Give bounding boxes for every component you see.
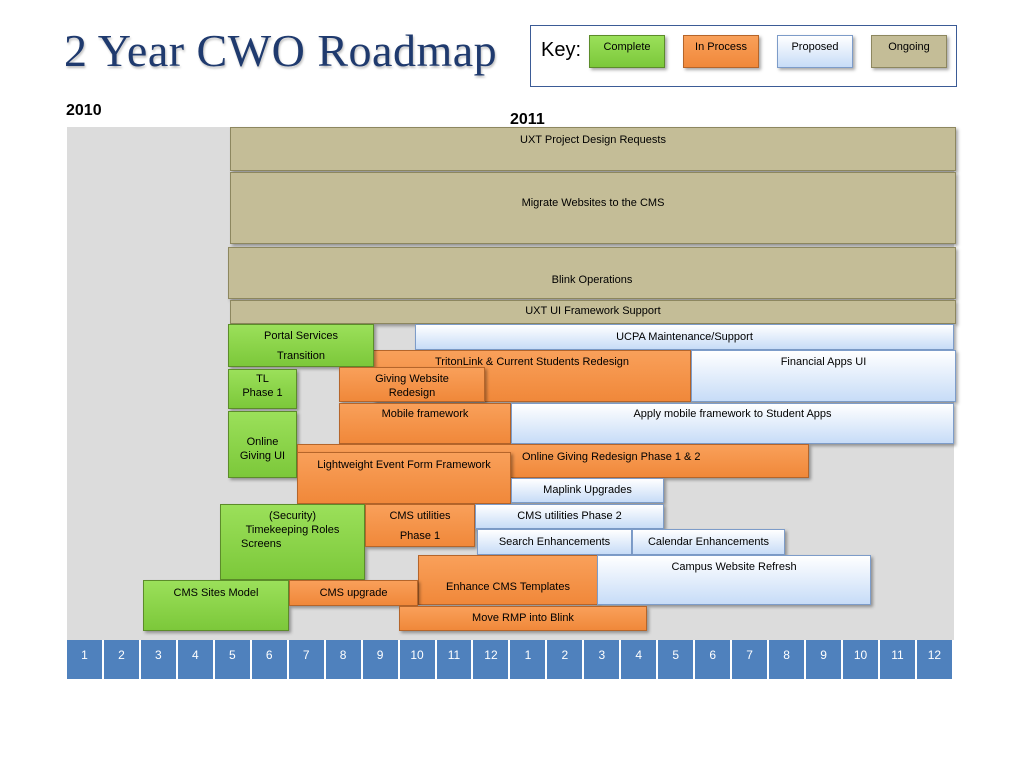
bar-label-line1: Online — [246, 436, 279, 448]
bar-label: UCPA Maintenance/Support — [616, 331, 753, 343]
bar-label-line1: TL — [256, 373, 269, 385]
bar-label: Search Enhancements — [498, 536, 611, 548]
bar-giving-website[interactable]: Giving Website Redesign — [339, 367, 485, 402]
month-cell: 5 — [658, 640, 696, 679]
bar-move-rmp[interactable]: Move RMP into Blink — [399, 606, 647, 631]
bar-label: Enhance CMS Templates — [446, 581, 570, 593]
month-cell: 12 — [916, 640, 954, 679]
month-cell: 8 — [769, 640, 807, 679]
bar-label: CMS utilities Phase 2 — [517, 510, 622, 522]
month-cell: 11 — [879, 640, 917, 679]
month-cell: 7 — [288, 640, 326, 679]
page-title: 2 Year CWO Roadmap — [64, 25, 498, 76]
month-cell: 1 — [67, 640, 104, 679]
bar-calendar-enhancements[interactable]: Calendar Enhancements — [632, 529, 785, 555]
month-cell: 3 — [140, 640, 178, 679]
month-cell: 3 — [584, 640, 622, 679]
bar-label: Move RMP into Blink — [472, 612, 574, 624]
bar-ucpa-maintenance[interactable]: UCPA Maintenance/Support — [415, 324, 954, 350]
bar-label-line3: Screens — [241, 537, 282, 550]
legend-proposed: Proposed — [777, 35, 853, 68]
legend-complete: Complete — [589, 35, 665, 68]
bar-enhance-cms-templates[interactable]: Enhance CMS Templates — [418, 555, 598, 605]
bar-uxt-project-design[interactable]: UXT Project Design Requests — [230, 127, 956, 171]
bar-label-line2: Transition — [277, 349, 325, 362]
bar-label-line2: Phase 1 — [399, 529, 441, 542]
month-cell: 12 — [473, 640, 511, 679]
bar-label: Calendar Enhancements — [647, 536, 770, 548]
bar-maplink-upgrades[interactable]: Maplink Upgrades — [511, 478, 664, 503]
bar-label: Migrate Websites to the CMS — [521, 197, 665, 209]
month-cell: 4 — [621, 640, 659, 679]
month-cell: 10 — [399, 640, 437, 679]
legend: Key: Complete In Process Proposed Ongoin… — [530, 25, 957, 87]
bar-lightweight-event-form[interactable]: Lightweight Event Form Framework — [297, 452, 511, 504]
bar-label-line1: CMS utilities — [389, 510, 451, 522]
month-cell: 7 — [732, 640, 770, 679]
bar-label-line2: Redesign — [388, 386, 436, 399]
month-cell: 4 — [177, 640, 215, 679]
bar-tl-phase-1[interactable]: TL Phase 1 — [228, 369, 297, 409]
bar-label: Blink Operations — [551, 274, 633, 286]
bar-blink-operations[interactable]: Blink Operations — [228, 247, 956, 299]
bar-cms-utilities-phase-2[interactable]: CMS utilities Phase 2 — [475, 504, 664, 529]
bar-cms-utilities-phase-1[interactable]: CMS utilities Phase 1 — [365, 504, 475, 547]
bar-migrate-websites[interactable]: Migrate Websites to the CMS — [230, 172, 956, 244]
bar-label-line2: Phase 1 — [242, 386, 283, 399]
month-cell: 6 — [251, 640, 289, 679]
month-cell: 2 — [547, 640, 585, 679]
bar-label-line1: Portal Services — [264, 330, 338, 342]
bar-search-enhancements[interactable]: Search Enhancements — [477, 529, 632, 555]
legend-ongoing: Ongoing — [871, 35, 947, 68]
month-cell: 11 — [436, 640, 474, 679]
bar-label: Financial Apps UI — [780, 356, 867, 368]
bar-label-line1: (Security) — [268, 510, 317, 522]
bar-uxt-ui-framework[interactable]: UXT UI Framework Support — [230, 300, 956, 324]
year-2010: 2010 — [66, 102, 102, 119]
bar-cms-upgrade[interactable]: CMS upgrade — [289, 580, 418, 606]
month-cell: 2 — [103, 640, 141, 679]
bar-portal-services[interactable]: Portal Services Transition — [228, 324, 374, 367]
bar-financial-apps[interactable]: Financial Apps UI — [691, 350, 956, 402]
month-cell: 5 — [214, 640, 252, 679]
bar-label-line2: Giving UI — [239, 449, 286, 462]
month-cell: 9 — [362, 640, 400, 679]
month-cell: 8 — [325, 640, 363, 679]
bar-cms-sites-model[interactable]: CMS Sites Model — [143, 580, 289, 631]
bar-label-line1: Giving Website — [375, 373, 449, 385]
bar-label: Online Giving Redesign Phase 1 & 2 — [522, 451, 701, 463]
month-cell: 6 — [695, 640, 733, 679]
legend-label: Key: — [541, 39, 582, 61]
bar-apply-mobile[interactable]: Apply mobile framework to Student Apps — [511, 403, 954, 444]
bar-label: Maplink Upgrades — [543, 484, 632, 496]
bar-label: Apply mobile framework to Student Apps — [633, 408, 832, 420]
bar-label: TritonLink & Current Students Redesign — [434, 356, 630, 368]
bar-label: Lightweight Event Form Framework — [317, 459, 491, 471]
bar-label: Mobile framework — [381, 408, 469, 420]
month-cell: 10 — [843, 640, 880, 679]
bar-label: Campus Website Refresh — [671, 561, 797, 573]
legend-in-process: In Process — [683, 35, 759, 68]
month-cell: 9 — [806, 640, 844, 679]
bar-label: UXT UI Framework Support — [525, 305, 661, 317]
bar-campus-website-refresh[interactable]: Campus Website Refresh — [597, 555, 871, 605]
bar-label: UXT Project Design Requests — [520, 134, 666, 146]
bar-mobile-framework[interactable]: Mobile framework — [339, 403, 511, 444]
bar-label: CMS Sites Model — [173, 587, 259, 599]
month-cell: 1 — [510, 640, 548, 679]
bar-online-giving-ui[interactable]: Online Giving UI — [228, 411, 297, 478]
bar-security-timekeeping[interactable]: (Security) Timekeeping Roles Screens — [220, 504, 365, 580]
bar-label: CMS upgrade — [319, 587, 388, 599]
year-2011: 2011 — [510, 111, 545, 128]
bar-label-line2: Timekeeping Roles — [245, 523, 340, 536]
